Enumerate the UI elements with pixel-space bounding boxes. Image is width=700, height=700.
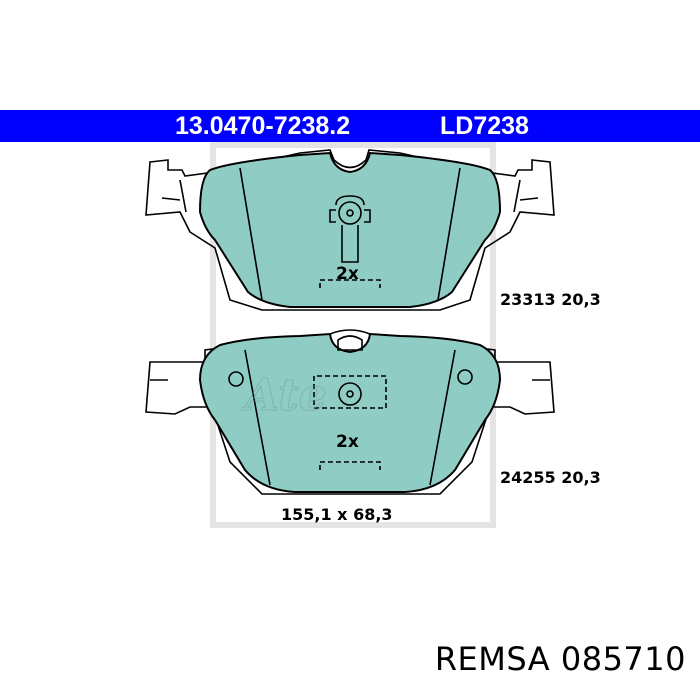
- bottom-pad-spec: 24255 20,3: [500, 468, 601, 487]
- part-number: 13.0470-7238.2: [175, 112, 351, 140]
- brand-code: REMSA 085710: [434, 640, 686, 678]
- top-pad-quantity: 2x: [336, 264, 359, 284]
- top-pad-spec: 23313 20,3: [500, 290, 601, 309]
- bottom-pad-quantity: 2x: [336, 432, 359, 452]
- bottom-brake-pad: Ate: [145, 329, 555, 495]
- top-friction-pad: [198, 151, 502, 308]
- top-backing-plate: [145, 149, 555, 311]
- header-bar: 13.0470-7238.2 LD7238: [0, 110, 700, 142]
- reference-code: LD7238: [440, 112, 529, 140]
- svg-text:Ate: Ate: [241, 370, 327, 421]
- drawing-backdrop: [210, 142, 496, 528]
- pad-dimensions: 155,1 x 68,3: [281, 505, 393, 524]
- top-brake-pad: [145, 149, 555, 311]
